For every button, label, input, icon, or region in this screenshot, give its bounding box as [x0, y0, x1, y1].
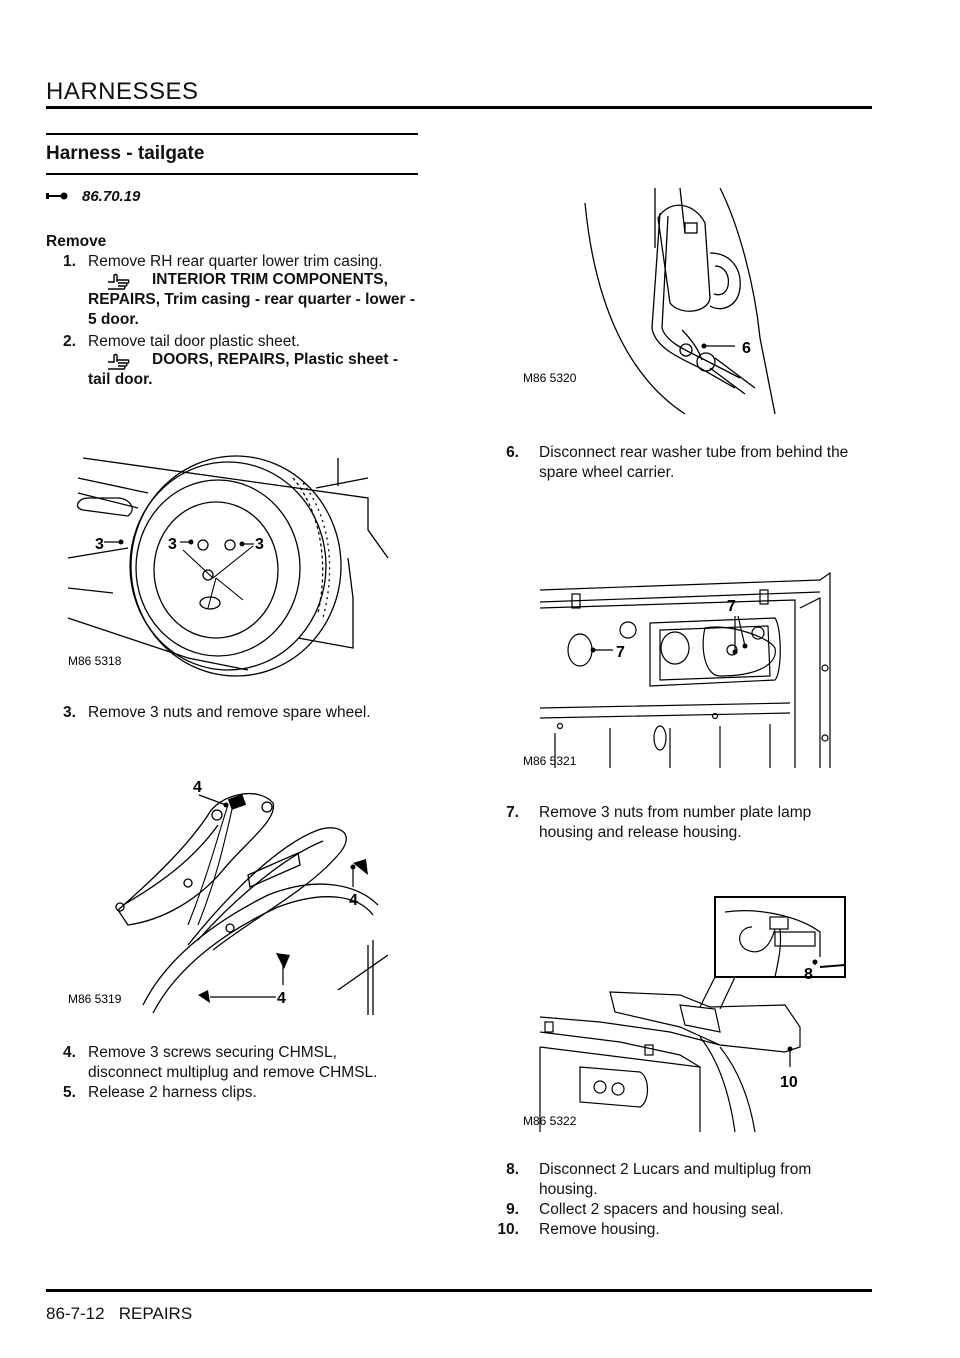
step-7: 7. Remove 3 nuts from number plate lamp h… [496, 803, 876, 843]
figure-id: M86 5319 [68, 992, 122, 1006]
figure-id: M86 5318 [68, 654, 122, 668]
step-text: Disconnect rear washer tube from behind … [539, 444, 849, 481]
pointing-hand-icon [106, 352, 130, 372]
remove-heading: Remove [46, 233, 107, 250]
reference-text: DOORS, REPAIRS, Plastic sheet - tail doo… [88, 351, 399, 388]
figure-id: M86 5322 [523, 1114, 577, 1128]
step-3: 3. Remove 3 nuts and remove spare wheel. [63, 703, 423, 723]
step-9: 9. Collect 2 spacers and housing seal. [496, 1200, 876, 1220]
footer-rule [46, 1289, 872, 1292]
step-number: 9. [506, 1201, 519, 1218]
page-header-title: HARNESSES [46, 78, 199, 105]
callout-10: 10 [780, 1074, 798, 1091]
step-text: Remove tail door plastic sheet. [88, 333, 300, 350]
figure-spare-wheel: 3 3 3 M86 5318 [67, 455, 389, 677]
step-text: Remove housing. [539, 1221, 660, 1238]
callout-4b: 4 [349, 892, 358, 909]
step-number: 6. [506, 444, 519, 461]
operation-code: 86.70.19 [46, 188, 140, 205]
step-2: 2. Remove tail door plastic sheet. [63, 332, 423, 352]
reference-text: INTERIOR TRIM COMPONENTS, REPAIRS, Trim … [88, 271, 416, 328]
figure-id: M86 5321 [523, 754, 577, 768]
callout-8: 8 [804, 966, 813, 983]
step-text: Remove 3 nuts from number plate lamp hou… [539, 804, 812, 841]
operation-code-value: 86.70.19 [82, 188, 141, 205]
callout-6: 6 [742, 340, 751, 357]
step-number: 2. [63, 333, 76, 350]
step-8: 8. Disconnect 2 Lucars and multiplug from… [496, 1160, 876, 1200]
callout-3a: 3 [95, 536, 104, 553]
step-text: Collect 2 spacers and housing seal. [539, 1201, 784, 1218]
footer: 86-7-12 REPAIRS [46, 1304, 192, 1324]
step-2-ref-text: DOORS, REPAIRS, Plastic sheet - tail doo… [88, 350, 424, 390]
footer-page-number: 86-7-12 [46, 1304, 105, 1323]
step-number: 7. [506, 804, 519, 821]
step-4: 4. Remove 3 screws securing CHMSL, discon… [63, 1043, 403, 1083]
section-rule-bottom [46, 173, 418, 175]
step-1-reference [88, 272, 424, 295]
footer-section: REPAIRS [118, 1304, 193, 1323]
step-text: Remove 3 screws securing CHMSL, disconne… [88, 1044, 378, 1081]
section-rule-top [46, 133, 418, 135]
step-number: 10. [497, 1221, 519, 1238]
pointing-hand-icon [106, 272, 130, 292]
callout-4a: 4 [193, 779, 202, 796]
figure-chmsl: 4 4 4 M86 5319 [68, 779, 389, 1015]
step-number: 8. [506, 1161, 519, 1178]
figure-housing: 8 10 M86 5322 [523, 896, 846, 1133]
callout-3b: 3 [168, 536, 177, 553]
step-6: 6. Disconnect rear washer tube from behin… [496, 443, 876, 483]
header-rule [46, 106, 872, 109]
step-number: 4. [63, 1044, 76, 1061]
step-10: 10. Remove housing. [496, 1220, 876, 1240]
step-5: 5. Release 2 harness clips. [63, 1083, 403, 1103]
figure-washer-tube: 6 M86 5320 [523, 187, 776, 415]
step-text: Release 2 harness clips. [88, 1084, 257, 1101]
step-text: Disconnect 2 Lucars and multiplug from h… [539, 1161, 812, 1198]
step-1-ref-text: INTERIOR TRIM COMPONENTS, REPAIRS, Trim … [88, 270, 424, 330]
section-title: Harness - tailgate [46, 143, 205, 164]
step-number: 5. [63, 1084, 76, 1101]
callout-4c: 4 [277, 990, 286, 1007]
step-text: Remove 3 nuts and remove spare wheel. [88, 704, 371, 721]
step-text: Remove RH rear quarter lower trim casing… [88, 253, 383, 270]
step-2-reference-icon [106, 352, 140, 375]
figure-number-plate-lamp: 7 7 M86 5321 [523, 571, 831, 768]
callout-7b: 7 [616, 644, 625, 661]
step-number: 1. [63, 253, 76, 270]
callout-3c: 3 [255, 536, 264, 553]
step-1: 1. Remove RH rear quarter lower trim casi… [63, 252, 423, 272]
wrench-icon [46, 188, 68, 205]
figure-id: M86 5320 [523, 371, 577, 385]
step-number: 3. [63, 704, 76, 721]
callout-7a: 7 [727, 598, 736, 615]
